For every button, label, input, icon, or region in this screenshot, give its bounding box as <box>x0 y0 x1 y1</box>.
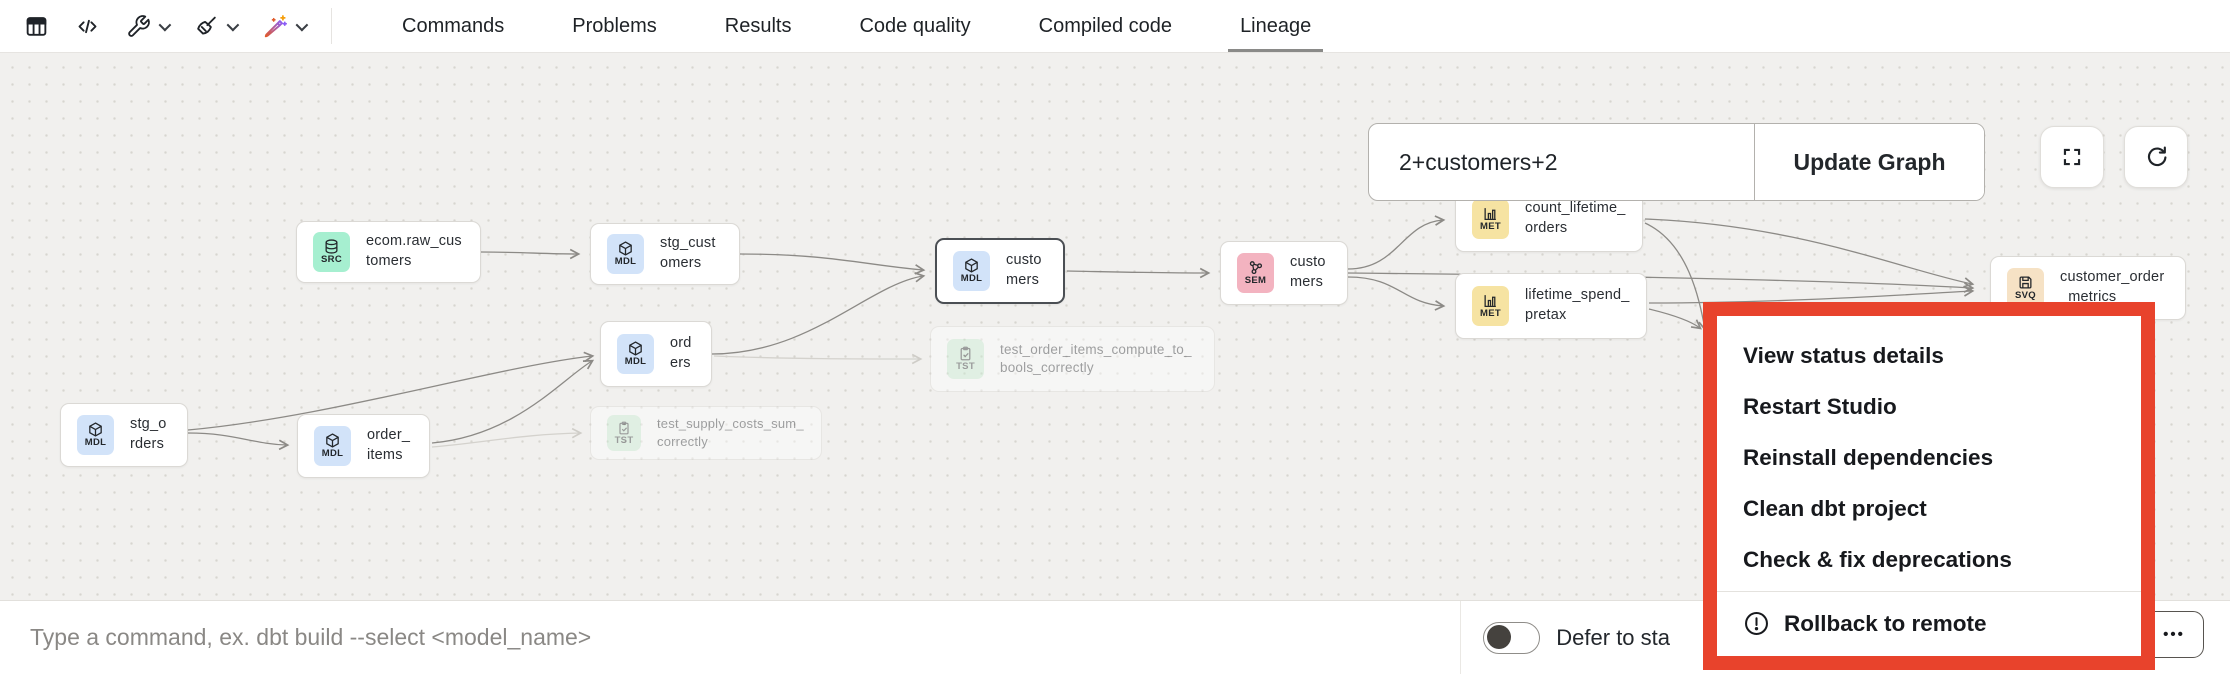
model-badge: MDL <box>607 234 644 274</box>
cube-icon <box>89 422 102 437</box>
status-context-menu: View status details Restart Studio Reins… <box>1703 302 2155 670</box>
save-icon <box>2019 276 2032 289</box>
model-badge: MDL <box>617 334 654 374</box>
cube-icon <box>629 341 642 356</box>
graph-node-order-items[interactable]: MDL order_items <box>297 414 430 478</box>
editor-icon-group <box>0 13 309 39</box>
graph-node-test-order-items[interactable]: TST test_order_items_compute_to_bools_co… <box>930 326 1215 392</box>
menu-item-clean-dbt-project[interactable]: Clean dbt project <box>1743 495 1927 521</box>
chevron-down-icon <box>295 18 309 31</box>
model-badge: MDL <box>314 426 351 466</box>
graph-node-stg-customers[interactable]: MDL stg_customers <box>590 223 740 285</box>
toolbar-divider <box>331 8 332 44</box>
alert-circle-icon <box>1745 612 1768 635</box>
model-badge: MDL <box>77 415 114 455</box>
tab-results[interactable]: Results <box>724 14 792 37</box>
graph-node-test-supply-costs[interactable]: TST test_supply_costs_sum_correctly <box>590 406 822 460</box>
magic-wand-icon[interactable] <box>262 13 309 39</box>
fullscreen-icon <box>2063 148 2081 166</box>
graph-node-stg-orders[interactable]: MDL stg_orders <box>60 403 188 467</box>
tab-code-quality[interactable]: Code quality <box>859 14 971 37</box>
cube-icon <box>965 258 978 273</box>
defer-toggle-label: Defer to sta <box>1556 624 1670 650</box>
tab-commands[interactable]: Commands <box>402 14 505 37</box>
menu-items: View status details Restart Studio Reins… <box>1717 316 2141 657</box>
saved-query-badge: SVQ <box>2007 268 2044 308</box>
selector-input[interactable] <box>1369 124 1754 200</box>
command-bar-divider <box>1460 600 1462 674</box>
bar-chart-icon <box>1484 295 1496 308</box>
test-badge: TST <box>607 415 641 451</box>
bar-chart-icon <box>1484 208 1496 221</box>
refresh-button[interactable] <box>2124 126 2188 188</box>
code-icon[interactable] <box>75 14 100 39</box>
broom-icon[interactable] <box>194 14 240 39</box>
top-toolbar: Commands Problems Results Code quality C… <box>0 0 2230 53</box>
menu-item-rollback-to-remote[interactable]: Rollback to remote <box>1717 598 2141 649</box>
chevron-down-icon <box>158 18 172 31</box>
clipboard-check-icon <box>619 421 629 435</box>
fullscreen-button[interactable] <box>2040 126 2104 188</box>
semantic-model-badge: SEM <box>1237 253 1274 293</box>
clipboard-check-icon <box>960 346 971 361</box>
metric-badge: MET <box>1472 199 1509 239</box>
update-graph-button[interactable]: Update Graph <box>1755 124 1984 200</box>
table-icon[interactable] <box>24 14 49 39</box>
wrench-icon[interactable] <box>126 14 172 39</box>
cube-icon <box>619 241 632 256</box>
graph-node-lifetime-spend-pretax[interactable]: MET lifetime_spend_pretax <box>1455 273 1647 339</box>
tab-problems[interactable]: Problems <box>572 14 657 37</box>
graph-node-ecom-raw-customers[interactable]: SRC ecom.raw_customers <box>296 221 481 283</box>
menu-item-reinstall-dependencies[interactable]: Reinstall dependencies <box>1743 444 1994 470</box>
command-input[interactable] <box>0 601 1461 674</box>
lineage-selector-control: Update Graph <box>1368 123 1985 201</box>
cube-icon <box>326 433 339 448</box>
source-badge: SRC <box>313 232 350 272</box>
menu-divider <box>1717 591 2141 592</box>
panel-tabs: Commands Problems Results Code quality C… <box>368 0 1345 52</box>
refresh-icon <box>2147 146 2166 166</box>
metric-badge: MET <box>1472 286 1509 326</box>
tab-lineage[interactable]: Lineage <box>1206 0 1345 52</box>
graph-node-customers-semantic[interactable]: SEM customers <box>1220 241 1348 305</box>
network-icon <box>1249 261 1263 275</box>
chevron-down-icon <box>226 18 240 31</box>
menu-item-restart-studio[interactable]: Restart Studio <box>1743 393 1897 419</box>
database-icon <box>325 239 338 254</box>
graph-node-orders[interactable]: MDL orders <box>600 321 712 387</box>
graph-node-customers-model[interactable]: MDL customers <box>935 238 1065 304</box>
menu-item-view-status-details[interactable]: View status details <box>1743 342 1944 368</box>
selector-divider <box>1753 124 1755 200</box>
menu-item-label: Rollback to remote <box>1784 610 1987 636</box>
defer-toggle[interactable] <box>1483 621 1541 654</box>
model-badge: MDL <box>953 251 990 291</box>
toggle-knob <box>1487 625 1512 649</box>
menu-item-check-fix-deprecations[interactable]: Check & fix deprecations <box>1743 546 2012 572</box>
test-badge: TST <box>947 339 984 379</box>
tab-compiled-code[interactable]: Compiled code <box>1038 14 1173 37</box>
